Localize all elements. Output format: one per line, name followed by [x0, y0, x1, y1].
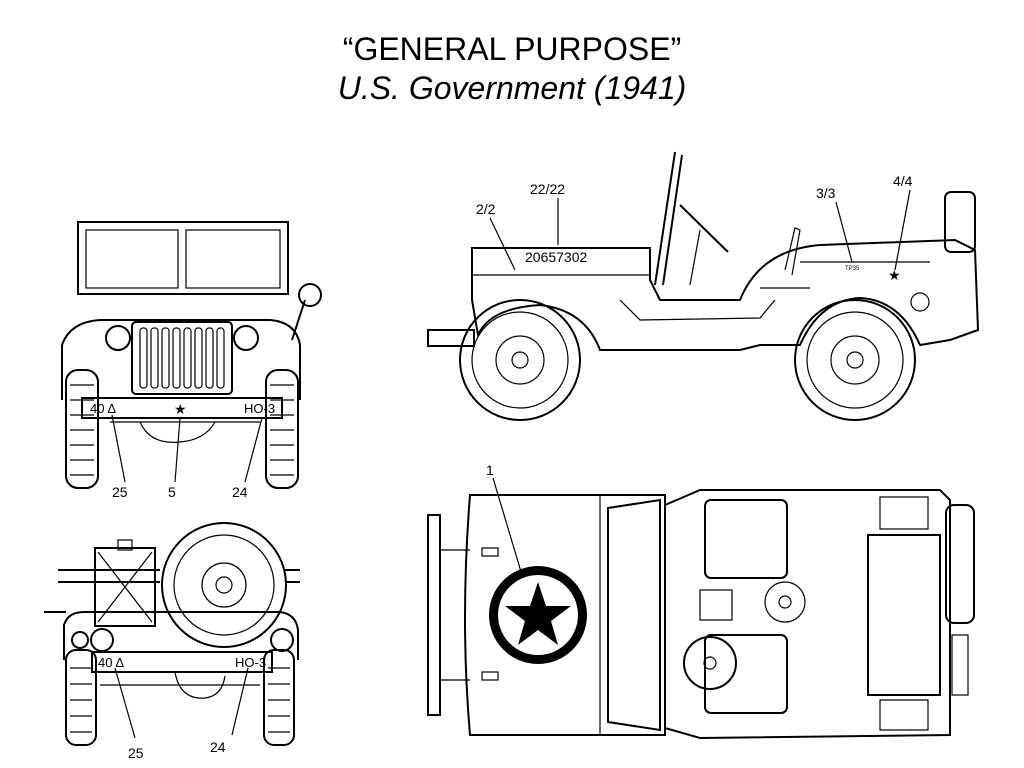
subtitle-government: U.S. Government (1941)	[337, 70, 687, 106]
side-rear-wheel-icon	[794, 299, 916, 421]
top-steering-wheel-icon	[683, 636, 737, 690]
front-windshield	[77, 221, 289, 295]
top-hood	[464, 494, 666, 736]
side-callout-4-4: 4/4	[893, 173, 913, 189]
jerry-can	[94, 547, 156, 627]
headlight-left-icon	[105, 325, 131, 351]
title-general-purpose: “GENERAL PURPOSE”	[342, 31, 682, 67]
side-callout-3-3: 3/3	[816, 185, 836, 201]
top-spare-tire	[945, 504, 975, 624]
title-block: “GENERAL PURPOSE” U.S. Government (1941)	[0, 30, 1024, 108]
side-view: ★ 20657302 TP35 2/2 22/22 3/3 4/4	[427, 151, 980, 421]
rear-tire-right	[263, 649, 295, 746]
rear-callout-25: 25	[128, 745, 144, 761]
side-star-icon: ★	[888, 267, 901, 283]
front-grille	[131, 321, 233, 395]
top-body	[664, 489, 951, 740]
rear-plate-right: HO-3	[235, 655, 266, 670]
front-callout-25: 25	[112, 484, 128, 500]
side-hood-mark: TP35	[845, 266, 860, 272]
rear-view: 40 Δ HO-3 25 24	[44, 522, 300, 761]
top-seat-passenger	[704, 499, 788, 579]
front-plate-left: 40 Δ	[90, 401, 116, 416]
front-body	[61, 319, 301, 400]
front-bumper	[81, 397, 283, 419]
headlight-right-icon	[233, 325, 259, 351]
top-seat-driver	[704, 634, 788, 714]
front-view: 40 Δ ★ HO-3 25 5 24	[61, 221, 322, 500]
front-tire-right	[265, 369, 299, 489]
top-callout-1: 1	[486, 462, 494, 478]
front-plate-right: HO-3	[244, 401, 275, 416]
rear-callout-24: 24	[210, 739, 226, 755]
side-bumper	[427, 329, 475, 347]
front-callout-24: 24	[232, 484, 248, 500]
rear-plate-left: 40 Δ	[98, 655, 124, 670]
side-callout-22-22: 22/22	[530, 181, 565, 197]
front-tire-left	[65, 369, 99, 489]
top-bumper	[427, 514, 441, 716]
top-rear-seat	[867, 534, 941, 696]
side-callout-2-2: 2/2	[476, 201, 496, 217]
side-front-wheel-icon	[459, 299, 581, 421]
mirror-icon	[298, 283, 322, 307]
side-spare-tire	[944, 191, 976, 253]
front-callout-5: 5	[168, 484, 176, 500]
top-view: 1	[427, 462, 975, 740]
star-icon: ★	[174, 401, 187, 417]
rear-tire-left	[65, 649, 97, 746]
side-serial-number: 20657302	[525, 249, 588, 265]
rear-body	[63, 611, 299, 660]
spare-tire-icon	[161, 522, 287, 648]
rear-bumper	[91, 651, 273, 673]
